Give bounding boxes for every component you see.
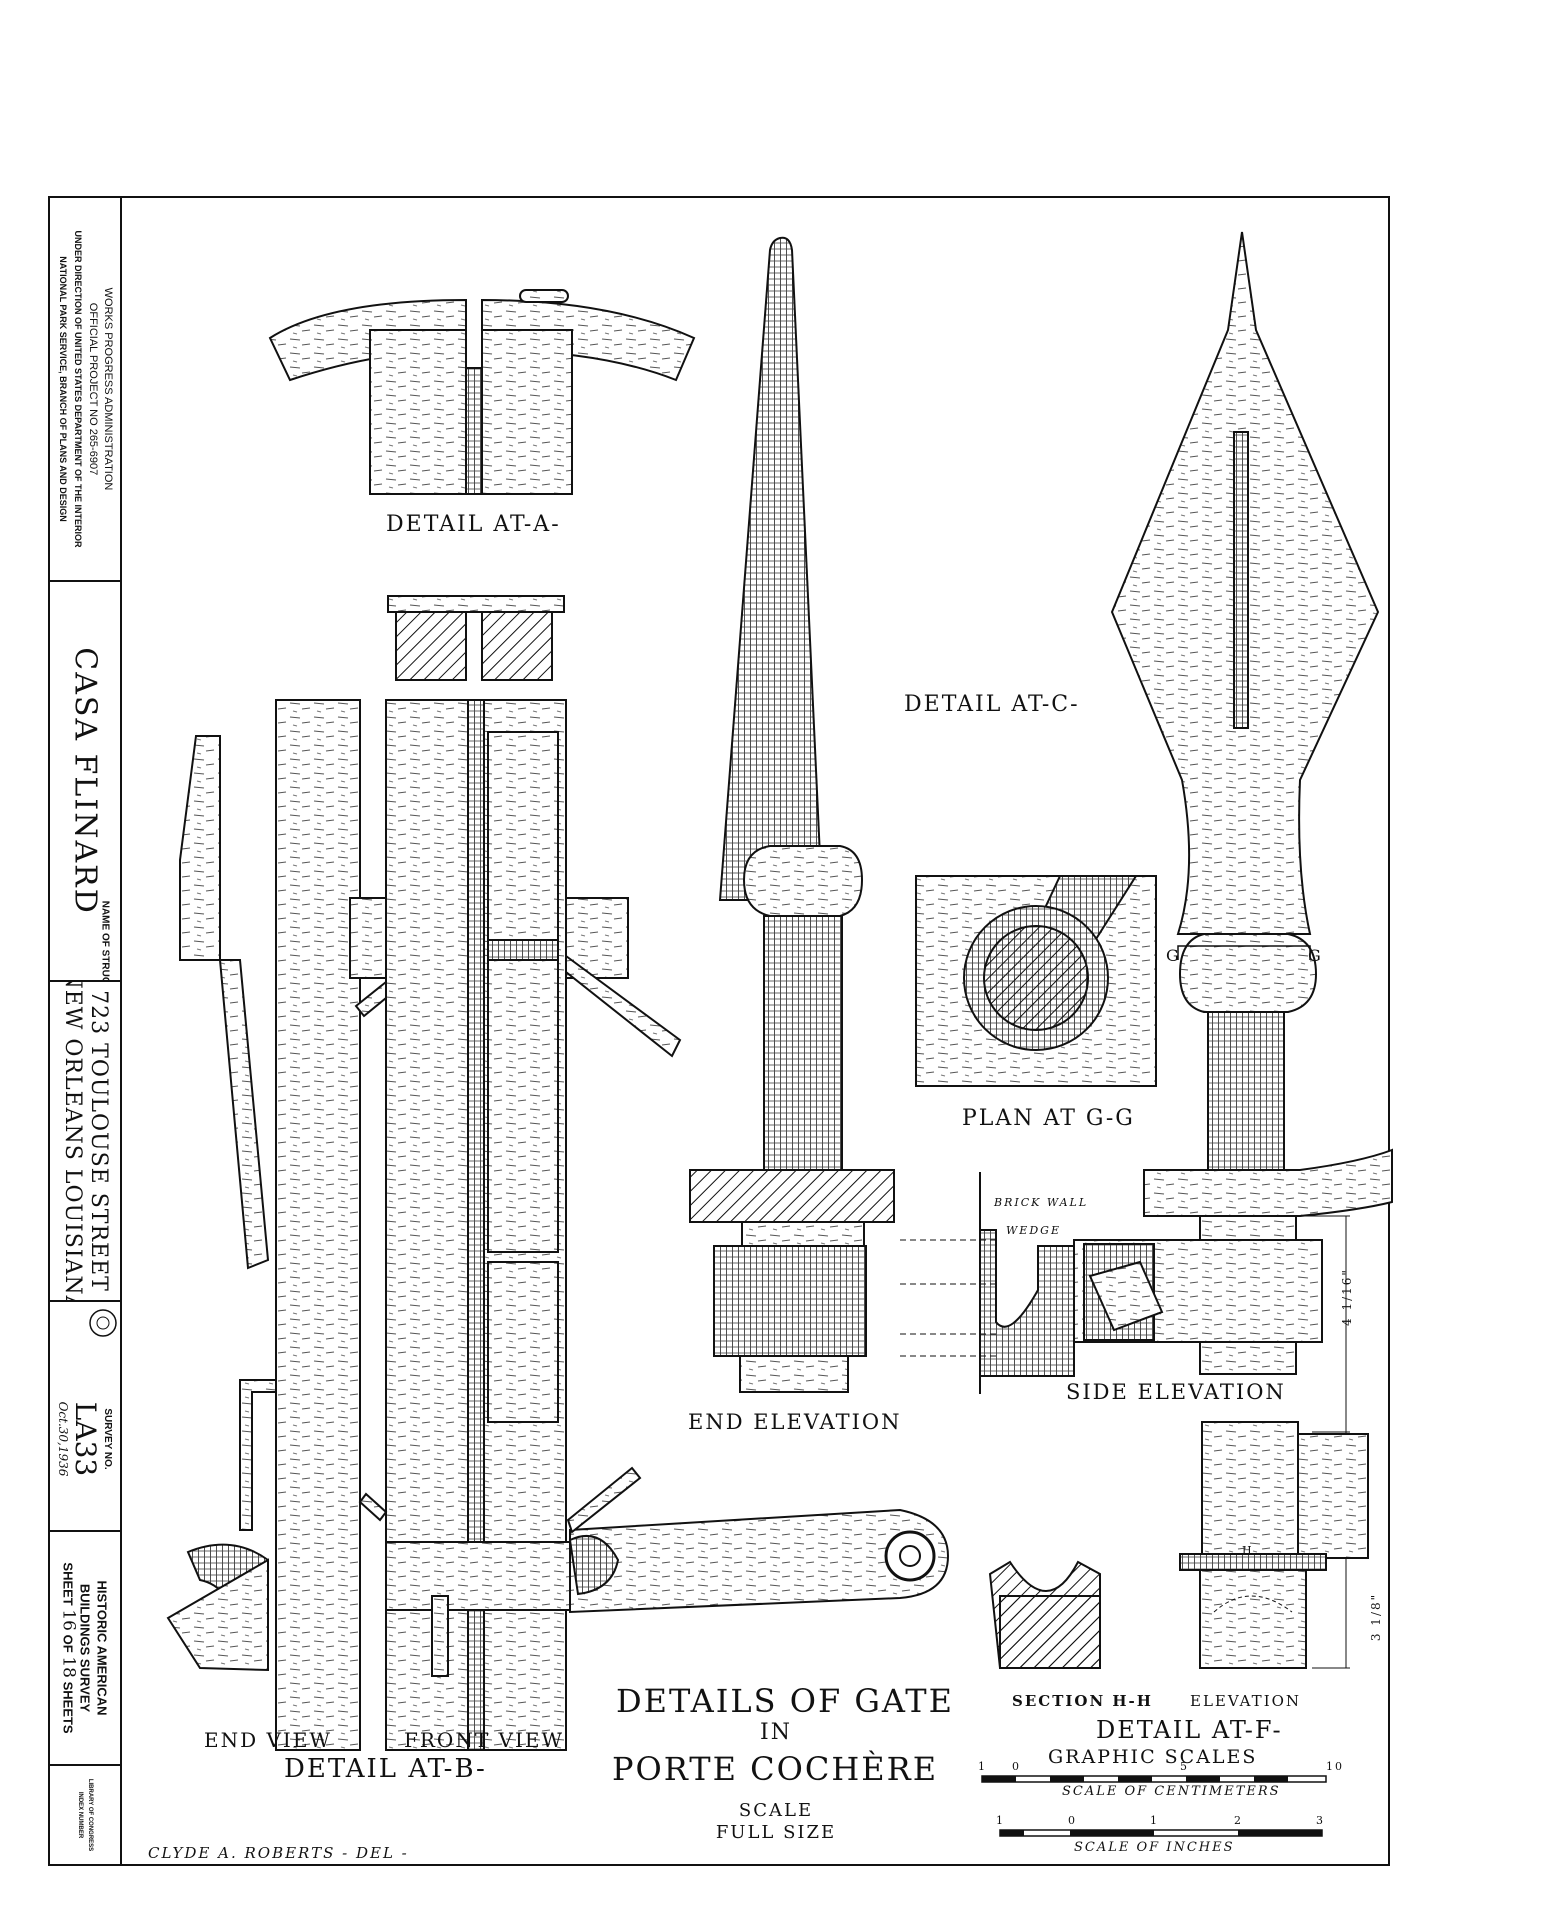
- cm-tick-5: 5: [1180, 1760, 1189, 1773]
- dimension-side: 4 1/16": [1339, 1268, 1354, 1326]
- detail-c-drawing: [1110, 231, 1393, 1245]
- in-tick-1: 1: [996, 1814, 1005, 1827]
- seal-icon: [89, 1309, 117, 1337]
- end-elevation-drawing: [689, 236, 895, 1393]
- scale-label: SCALE: [738, 1800, 814, 1821]
- cm-tick-1: 1: [978, 1760, 987, 1773]
- side-elevation-drawing: [900, 1172, 1350, 1669]
- in-tick-2: 2: [1234, 1814, 1243, 1827]
- g-left-mark: G: [1166, 946, 1181, 965]
- scale-value: FULL SIZE: [715, 1822, 837, 1843]
- h-mark: H: [1242, 1544, 1254, 1557]
- habs-cell: HISTORIC AMERICAN BUILDINGS SURVEY SHEET…: [50, 1532, 120, 1766]
- structure-cell: CASA FLINARD NAME OF STRUCTURE: [50, 582, 120, 982]
- plan-gg-drawing: [915, 875, 1157, 1087]
- centimeter-scale-label: SCALE OF CENTIMETERS: [1062, 1784, 1281, 1799]
- front-view-label: FRONT VIEW: [404, 1728, 565, 1752]
- detail-f-label: DETAIL AT-F-: [1096, 1716, 1283, 1744]
- inch-scale-label: SCALE OF INCHES: [1074, 1840, 1235, 1855]
- brick-wall-label: BRICK WALL: [994, 1196, 1089, 1209]
- detail-f-drawing: [988, 1421, 1369, 1669]
- detail-b-label: DETAIL AT-B-: [284, 1754, 487, 1784]
- side-elevation-label: SIDE ELEVATION: [1066, 1380, 1286, 1404]
- g-right-mark: G: [1308, 946, 1323, 965]
- section-hh-label: SECTION H-H: [1012, 1692, 1153, 1710]
- detail-a-drawing: [268, 289, 696, 495]
- drawing-sheet: WORKS PROGRESS ADMINISTRATION OFFICIAL P…: [48, 196, 1390, 1866]
- section-marks-gg: [1177, 945, 1311, 960]
- elevation-label: ELEVATION: [1190, 1692, 1302, 1710]
- cm-tick-0: 0: [1012, 1760, 1021, 1773]
- dimension-f: 3 1/8": [1369, 1592, 1384, 1642]
- end-view-label: END VIEW: [204, 1728, 332, 1752]
- wedge-label: WEDGE: [1006, 1224, 1061, 1237]
- graphic-scales: [981, 1775, 1327, 1837]
- in-tick-1b: 1: [1150, 1814, 1159, 1827]
- drawing-title-line1: DETAILS OF GATE: [616, 1682, 954, 1720]
- in-tick-0: 0: [1068, 1814, 1077, 1827]
- detail-a-label: DETAIL AT-A-: [386, 512, 561, 537]
- drawing-title-line3: PORTE COCHÈRE: [611, 1750, 939, 1788]
- detail-b-drawing: [166, 595, 950, 1751]
- address-cell: 723 TOULOUSE STREET NEW ORLEANS LOUISIAN…: [50, 982, 120, 1302]
- agency-cell: WORKS PROGRESS ADMINISTRATION OFFICIAL P…: [50, 198, 120, 582]
- delineator-credit: CLYDE A. ROBERTS - DEL -: [148, 1844, 409, 1862]
- detail-c-label: DETAIL AT-C-: [904, 692, 1080, 717]
- survey-cell: SURVEY NO. LA33 Oct.30,1936: [50, 1302, 120, 1532]
- title-block: WORKS PROGRESS ADMINISTRATION OFFICIAL P…: [50, 198, 122, 1864]
- plan-gg-label: PLAN AT G-G: [962, 1106, 1135, 1131]
- in-tick-3: 3: [1316, 1814, 1325, 1827]
- drawing-title-line2: IN: [760, 1720, 792, 1745]
- graphic-scales-label: GRAPHIC SCALES: [1048, 1746, 1258, 1768]
- cm-tick-10: 10: [1326, 1760, 1344, 1773]
- end-elevation-label: END ELEVATION: [688, 1410, 902, 1434]
